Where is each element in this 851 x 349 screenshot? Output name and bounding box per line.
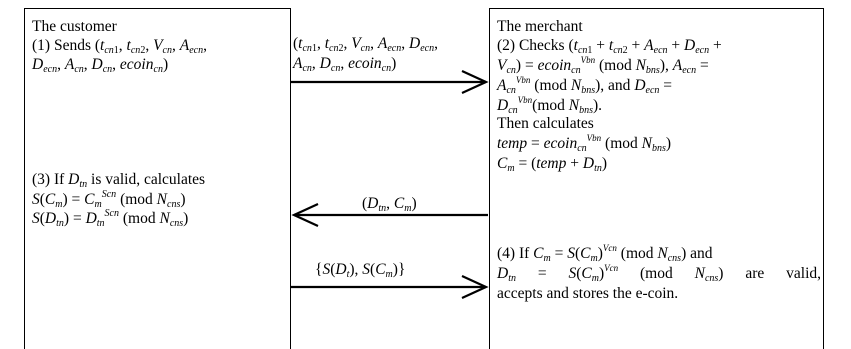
customer-sig-cm: S(Cm) = CmScn (mod Ncns) <box>32 189 186 210</box>
are-valid: are valid, <box>745 265 822 282</box>
merchant-step4-l2: Dtn = S(Cm)Vcn (mod Ncns) are valid, <box>497 263 822 284</box>
merchant-step4-end: accepts and stores the e-coin. <box>497 285 679 302</box>
merchant-then: Then calculates <box>497 115 594 132</box>
step3-valid: is valid, calculates <box>91 171 206 188</box>
arrow-1-head <box>461 70 489 94</box>
arrow-2-head <box>291 203 319 227</box>
merchant-step2: (2) Checks (tcn1 + tcn2 + Aecn + Decn + <box>497 37 722 56</box>
step1-label: (1) Sends <box>32 37 91 54</box>
merchant-box <box>489 8 824 349</box>
merchant-step2-l3: AcnVbn (mod Nbns), and Decn = <box>497 75 673 96</box>
step4-label: (4) If <box>497 245 530 262</box>
merchant-step4: (4) If Cm = S(Cm)Vcn (mod Ncns) and <box>497 243 713 264</box>
step2-label: (2) Checks <box>497 37 565 54</box>
message-3: {S(Dt), S(Cm)} <box>315 261 406 280</box>
merchant-step2-l2: Vcn) = ecoincnVbn (mod Nbns), Aecn = <box>497 55 709 76</box>
message-arrows <box>290 70 489 299</box>
merchant-temp: temp = ecoincnVbn (mod Nbns) <box>497 133 672 154</box>
message-1-line1: (tcn1, tcn2, Vcn, Aecn, Decn, <box>293 35 438 54</box>
customer-step1: (1) Sends (tcn1, tcn2, Vcn, Aecn, <box>32 37 207 56</box>
message-2: (Dtn, Cm) <box>362 195 417 214</box>
customer-sig-dtn: S(Dtn) = DtnScn (mod Ncns) <box>32 208 189 229</box>
step3-label: (3) If <box>32 171 65 188</box>
arrow-3-head <box>461 275 489 299</box>
customer-box <box>24 8 291 349</box>
merchant-cm: Cm = (temp + Dtn) <box>497 155 608 174</box>
customer-step1-cont: Decn, Acn, Dcn, ecoincn) <box>32 56 169 75</box>
merchant-title: The merchant <box>497 18 583 35</box>
customer-title: The customer <box>32 18 117 35</box>
merchant-step2-l4: DcnVbn(mod Nbns). <box>497 95 603 116</box>
customer-step3: (3) If Dtn is valid, calculates <box>32 171 206 190</box>
message-1-line2: Acn, Dcn, ecoincn) <box>293 55 397 74</box>
